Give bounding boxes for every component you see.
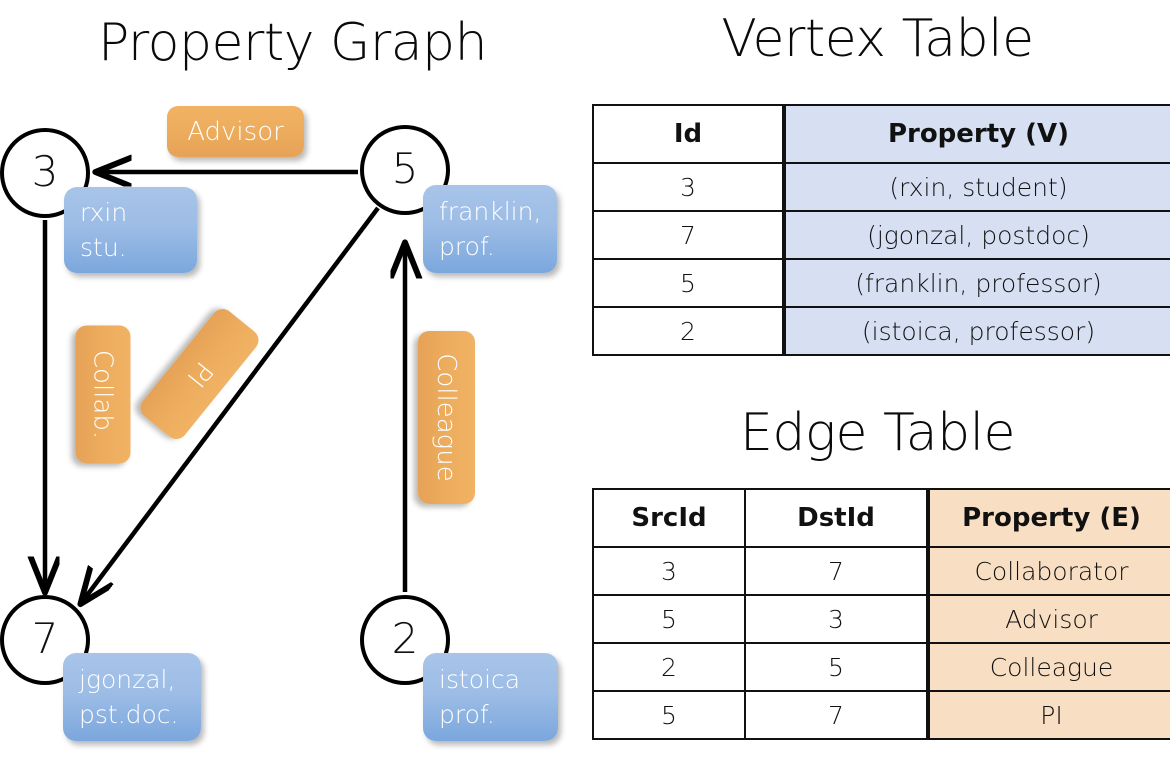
edge-row-2-property: Colleague bbox=[926, 642, 1170, 692]
edge-row-0-property: Collaborator bbox=[926, 546, 1170, 596]
table-row[interactable]: 3 7 Collaborator bbox=[592, 546, 1170, 596]
section-title-vertex-table: Vertex Table bbox=[721, 9, 1034, 69]
vertex-property-2-line2: prof. bbox=[439, 700, 495, 729]
table-row[interactable]: 5 7 PI bbox=[592, 690, 1170, 740]
edge-row-2-srcid: 2 bbox=[592, 642, 746, 692]
vertex-property-3-line2: stu. bbox=[80, 233, 127, 262]
page-title-property-graph: Property Graph bbox=[97, 13, 488, 73]
edge-label-colleague[interactable]: Colleague bbox=[418, 331, 475, 504]
vertex-property-5-line1: franklin, bbox=[439, 197, 542, 226]
graph-vertex-5-id: 5 bbox=[391, 144, 419, 193]
edge-table-header-dstid: DstId bbox=[744, 488, 929, 548]
edge-row-1-srcid: 5 bbox=[592, 594, 746, 644]
vertex-property-box-5[interactable]: franklin, prof. bbox=[423, 185, 557, 273]
table-row[interactable]: 7 (jgonzal, postdoc) bbox=[592, 210, 1170, 260]
vertex-table-header-row: Id Property (V) bbox=[592, 104, 1170, 164]
table-row[interactable]: 5 (franklin, professor) bbox=[592, 258, 1170, 308]
graph-edges-svg bbox=[0, 0, 585, 760]
vertex-property-box-2[interactable]: istoica prof. bbox=[423, 653, 558, 741]
vertex-table-header-id: Id bbox=[592, 104, 785, 164]
vertex-property-box-3[interactable]: rxin stu. bbox=[64, 187, 197, 273]
graph-vertex-7-id: 7 bbox=[31, 614, 59, 663]
edge-row-3-dstid: 7 bbox=[744, 690, 929, 740]
vertex-row-2-id: 5 bbox=[592, 258, 785, 308]
edge-label-collab[interactable]: Collab. bbox=[75, 325, 131, 464]
edge-5-to-7 bbox=[82, 206, 380, 602]
edge-table: SrcId DstId Property (E) 3 7 Collaborato… bbox=[592, 488, 1170, 740]
graph-vertex-5[interactable]: 5 bbox=[360, 125, 450, 215]
edge-table-header-property: Property (E) bbox=[926, 488, 1170, 548]
table-row[interactable]: 2 (istoica, professor) bbox=[592, 306, 1170, 356]
table-row[interactable]: 3 (rxin, student) bbox=[592, 162, 1170, 212]
vertex-row-0-property: (rxin, student) bbox=[782, 162, 1170, 212]
vertex-property-7-line1: jgonzal, bbox=[79, 665, 176, 694]
vertex-row-3-property: (istoica, professor) bbox=[782, 306, 1170, 356]
vertex-property-box-7[interactable]: jgonzal, pst.doc. bbox=[63, 653, 201, 741]
graph-vertex-3-id: 3 bbox=[31, 147, 59, 196]
vertex-property-7-line2: pst.doc. bbox=[79, 700, 179, 729]
vertex-table: Id Property (V) 3 (rxin, student) 7 (jgo… bbox=[592, 104, 1170, 356]
edge-row-3-property: PI bbox=[926, 690, 1170, 740]
edge-row-0-srcid: 3 bbox=[592, 546, 746, 596]
section-title-edge-table: Edge Table bbox=[739, 403, 1016, 463]
vertex-row-3-id: 2 bbox=[592, 306, 785, 356]
table-row[interactable]: 5 3 Advisor bbox=[592, 594, 1170, 644]
edge-row-1-property: Advisor bbox=[926, 594, 1170, 644]
graph-vertex-2[interactable]: 2 bbox=[360, 595, 450, 685]
edge-row-2-dstid: 5 bbox=[744, 642, 929, 692]
edge-table-header-row: SrcId DstId Property (E) bbox=[592, 488, 1170, 548]
property-graph-diagram: 3 5 7 2 rxin stu. franklin, prof. jgonza… bbox=[0, 0, 585, 760]
edge-label-advisor[interactable]: Advisor bbox=[167, 106, 304, 157]
vertex-property-5-line2: prof. bbox=[439, 232, 495, 261]
vertex-row-0-id: 3 bbox=[592, 162, 785, 212]
vertex-row-1-property: (jgonzal, postdoc) bbox=[782, 210, 1170, 260]
vertex-row-2-property: (franklin, professor) bbox=[782, 258, 1170, 308]
edge-row-0-dstid: 7 bbox=[744, 546, 929, 596]
edge-row-1-dstid: 3 bbox=[744, 594, 929, 644]
edge-table-header-srcid: SrcId bbox=[592, 488, 746, 548]
graph-vertex-2-id: 2 bbox=[391, 614, 419, 663]
vertex-row-1-id: 7 bbox=[592, 210, 785, 260]
edge-row-3-srcid: 5 bbox=[592, 690, 746, 740]
vertex-property-3-line1: rxin bbox=[80, 198, 128, 227]
vertex-property-2-line1: istoica bbox=[439, 665, 521, 694]
table-row[interactable]: 2 5 Colleague bbox=[592, 642, 1170, 692]
vertex-table-header-property: Property (V) bbox=[782, 104, 1170, 164]
